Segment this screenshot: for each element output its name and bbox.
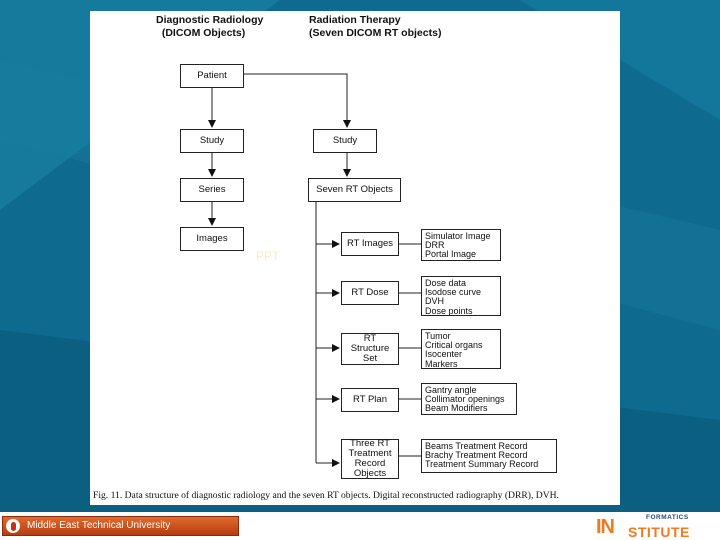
informatics-institute-logo: IN FORMATICS STITUTE bbox=[596, 514, 718, 540]
box-rt-images: RT Images bbox=[341, 232, 399, 256]
logo-formatics: FORMATICS bbox=[646, 514, 689, 521]
logo-stitute: STITUTE bbox=[628, 524, 690, 540]
metu-logo: Middle East Technical University bbox=[2, 516, 239, 536]
figure-panel: Diagnostic Radiology (DICOM Objects) Rad… bbox=[90, 11, 620, 505]
box-series-label: Series bbox=[198, 184, 226, 195]
box-rt-treatment-records: Three RT Treatment Record Objects bbox=[341, 439, 399, 479]
box-rt-structure-set: RT Structure Set bbox=[341, 333, 399, 365]
box-rt-structure-set-label: RT Structure Set bbox=[350, 333, 390, 364]
box-study: Study bbox=[180, 129, 244, 153]
details-rt-dose: Dose data Isodose curve DVH Dose points bbox=[421, 276, 501, 316]
box-rt-plan-label: RT Plan bbox=[353, 394, 387, 405]
details-rt-images: Simulator Image DRR Portal Image bbox=[421, 229, 501, 261]
header-diagnostic-radiology: Diagnostic Radiology (DICOM Objects) bbox=[156, 14, 264, 39]
diagram-connectors bbox=[208, 73, 421, 467]
box-patient: Patient bbox=[180, 64, 244, 88]
box-rt-dose: RT Dose bbox=[341, 281, 399, 305]
logo-in: IN bbox=[596, 516, 615, 538]
figure-caption: Fig. 11. Data structure of diagnostic ra… bbox=[93, 490, 559, 501]
watermark-text: PPT bbox=[256, 249, 280, 263]
box-images-label: Images bbox=[196, 233, 228, 244]
box-rt-study-label: Study bbox=[332, 135, 358, 146]
box-rt-dose-label: RT Dose bbox=[351, 287, 389, 298]
header-radiation-therapy: Radiation Therapy (Seven DICOM RT object… bbox=[309, 14, 442, 39]
metu-name: Middle East Technical University bbox=[27, 520, 171, 531]
details-rt-treatment-records: Beams Treatment Record Brachy Treatment … bbox=[421, 439, 557, 473]
box-patient-label: Patient bbox=[197, 70, 227, 81]
box-seven-rt-objects: Seven RT Objects bbox=[308, 178, 401, 202]
box-rt-study: Study bbox=[313, 129, 377, 153]
box-rt-treatment-records-label: Three RT Treatment Record Objects bbox=[348, 438, 392, 479]
arrow-patient-rt-study bbox=[244, 73, 351, 128]
box-series: Series bbox=[180, 178, 244, 202]
box-study-label: Study bbox=[199, 135, 225, 146]
details-rt-structure-set: Tumor Critical organs Isocenter Markers bbox=[421, 329, 501, 369]
box-rt-images-label: RT Images bbox=[346, 238, 394, 249]
box-rt-plan: RT Plan bbox=[341, 388, 399, 412]
box-seven-rt-objects-label: Seven RT Objects bbox=[316, 184, 393, 195]
box-images: Images bbox=[180, 227, 244, 251]
metu-emblem-icon bbox=[6, 519, 20, 533]
details-rt-plan: Gantry angle Collimator openings Beam Mo… bbox=[421, 383, 517, 415]
